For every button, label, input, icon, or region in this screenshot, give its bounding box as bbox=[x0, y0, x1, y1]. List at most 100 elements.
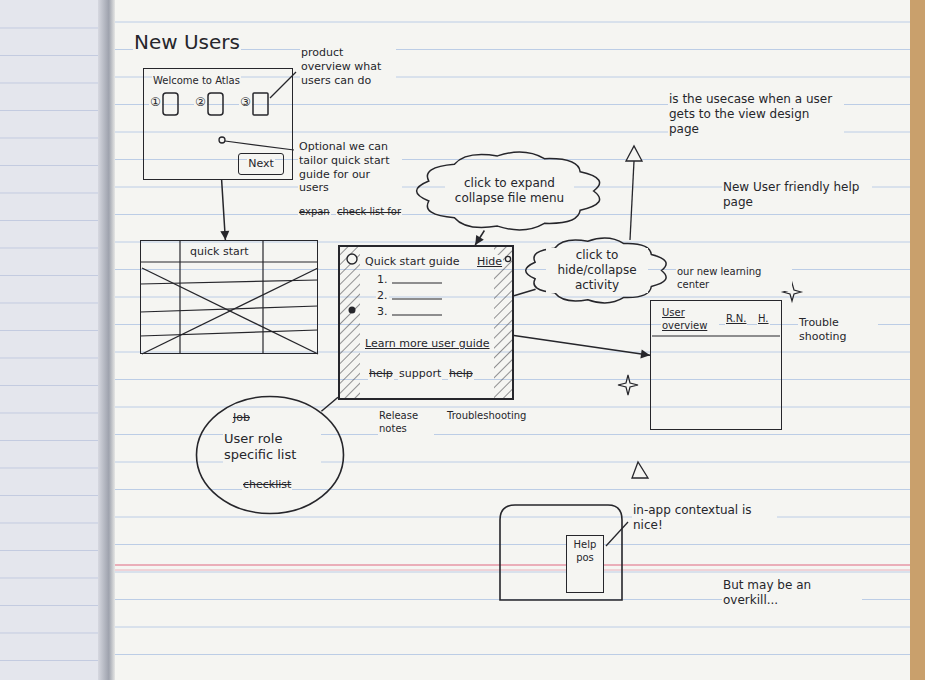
arrow-head bbox=[220, 231, 229, 240]
sparkle bbox=[618, 375, 638, 395]
callout-number: ① bbox=[149, 95, 162, 110]
ruled-line bbox=[0, 468, 98, 469]
page-title: New Users bbox=[133, 30, 241, 55]
ruled-line bbox=[115, 214, 910, 215]
learning-center-panel: User overview R.N. H. bbox=[650, 300, 782, 430]
struck-word: Job bbox=[232, 411, 251, 425]
ruled-line bbox=[0, 633, 98, 634]
ruled-line bbox=[115, 242, 910, 243]
callout-number: ③ bbox=[239, 95, 252, 110]
ruled-line bbox=[0, 193, 98, 194]
ruled-line bbox=[0, 303, 98, 304]
connector bbox=[220, 180, 229, 240]
node-text: 2. bbox=[376, 289, 389, 303]
bubble-outline bbox=[197, 397, 344, 514]
ruled-line bbox=[0, 440, 98, 441]
annotation: product overview what users can do bbox=[300, 46, 396, 87]
ruled-line bbox=[0, 220, 98, 221]
cloud-callout: click to expand collapse file menu bbox=[415, 150, 604, 232]
ruled-line bbox=[0, 55, 98, 56]
annotation: in-app contextual is nice! bbox=[632, 503, 777, 533]
margin-line bbox=[115, 564, 910, 565]
annotation: Optional we can tailor quick start guide… bbox=[298, 140, 402, 195]
spine-shadow bbox=[98, 0, 116, 680]
margin-line bbox=[115, 570, 910, 571]
annotation: But may be an overkill... bbox=[722, 578, 862, 608]
toggle-circle bbox=[505, 256, 510, 261]
node-text: help bbox=[448, 367, 474, 381]
ruled-line bbox=[0, 138, 98, 139]
footer-link: Release notes bbox=[378, 410, 434, 435]
welcome-screen: Welcome to AtlasNext bbox=[143, 68, 293, 180]
feature-card bbox=[208, 93, 223, 115]
ruled-line bbox=[115, 572, 910, 573]
cross-out bbox=[142, 268, 318, 354]
ruled-line bbox=[115, 544, 910, 545]
ruled-line bbox=[0, 110, 98, 111]
ruled-line bbox=[115, 654, 910, 655]
node-text: 1. bbox=[376, 273, 389, 287]
item-line bbox=[392, 314, 442, 315]
node-text: 3. bbox=[376, 305, 389, 319]
node-text: Learn more user guide bbox=[364, 337, 490, 351]
hatching bbox=[340, 247, 360, 398]
arrow-head bbox=[640, 350, 650, 359]
grid-line bbox=[140, 330, 318, 336]
grid-line bbox=[262, 240, 263, 354]
connector bbox=[514, 335, 650, 358]
connector bbox=[514, 289, 536, 296]
node-label: Next bbox=[247, 157, 275, 171]
node-text: R.N. bbox=[725, 313, 747, 326]
ruled-line bbox=[115, 517, 910, 518]
quick-start-sketch: quick start bbox=[140, 240, 318, 354]
ruled-line bbox=[0, 165, 98, 166]
role-list-bubble: User role specific list bbox=[195, 395, 345, 515]
ruled-line bbox=[115, 489, 910, 490]
annotation: our new learning center bbox=[676, 266, 792, 291]
annotation: Trouble shooting bbox=[798, 316, 878, 344]
ruled-line bbox=[0, 413, 98, 414]
ruled-line bbox=[0, 358, 98, 359]
struck-word: checklist bbox=[242, 478, 292, 492]
anchor-dot bbox=[219, 137, 225, 143]
ruled-line bbox=[0, 578, 98, 579]
node-heading: User overview bbox=[661, 307, 719, 332]
callout-number: ② bbox=[194, 95, 207, 110]
node-heading: Quick start guide bbox=[364, 255, 460, 269]
ruled-line bbox=[0, 495, 98, 496]
ruled-lines bbox=[0, 22, 910, 661]
leader-line bbox=[606, 522, 628, 546]
connector-line bbox=[321, 397, 338, 411]
ruled-line bbox=[0, 330, 98, 331]
left-page bbox=[0, 0, 106, 680]
ruled-line bbox=[0, 660, 98, 661]
node-text: H. bbox=[757, 313, 770, 326]
item-line bbox=[392, 282, 442, 283]
node-label: pos bbox=[575, 552, 595, 565]
cloud-path bbox=[526, 238, 666, 303]
feature-card bbox=[253, 93, 268, 115]
ruled-line bbox=[115, 407, 910, 408]
connector bbox=[321, 397, 338, 411]
ruled-line bbox=[115, 22, 910, 23]
ruled-line bbox=[0, 605, 98, 606]
annotation: New User friendly help page bbox=[722, 180, 872, 210]
next-button: Next bbox=[238, 153, 284, 175]
cloud-path bbox=[417, 152, 600, 230]
right-page bbox=[115, 0, 910, 680]
item-line bbox=[392, 298, 442, 299]
cross-out bbox=[142, 268, 318, 354]
connector-line bbox=[475, 231, 484, 246]
toggle-circle bbox=[347, 254, 357, 264]
item-dot bbox=[349, 307, 356, 314]
device-outline bbox=[500, 505, 622, 600]
node-heading: Welcome to Atlas bbox=[152, 75, 241, 88]
help-menu: Helppos bbox=[566, 535, 604, 593]
struck-word: expan bbox=[298, 206, 331, 219]
node-text: Hide bbox=[476, 255, 503, 269]
node-label: click to expand collapse file menu bbox=[445, 176, 574, 206]
leader-line bbox=[225, 141, 294, 150]
node-heading: quick start bbox=[189, 245, 250, 259]
node-heading: User role specific list bbox=[223, 431, 321, 464]
